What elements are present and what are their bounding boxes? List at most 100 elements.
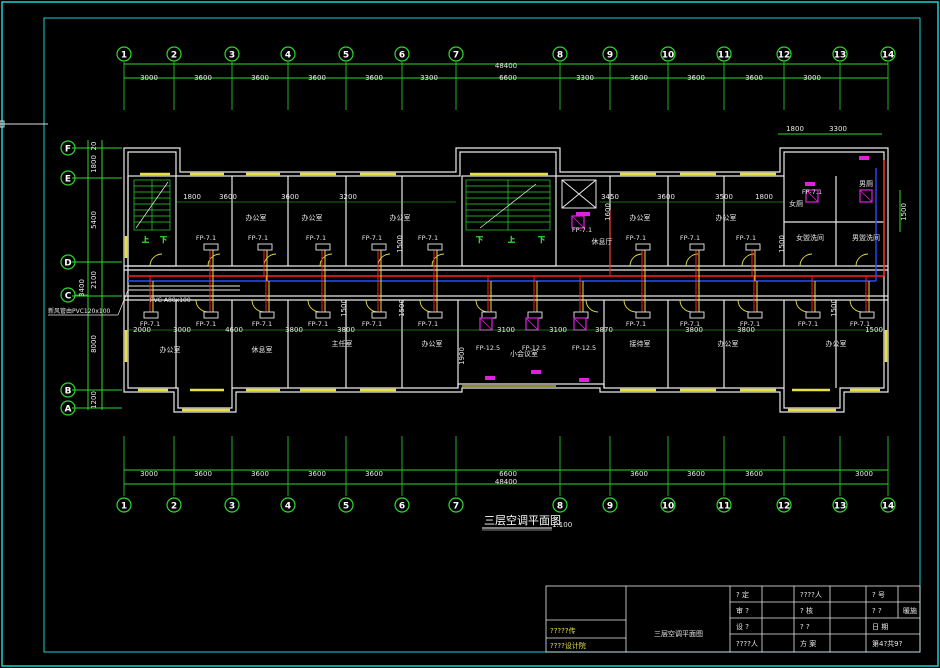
fan-coil-unit (689, 311, 705, 319)
door-swing-upper (319, 253, 333, 267)
bottom-span-9: 3600 (745, 470, 763, 478)
axis-top-4-circle (280, 46, 296, 62)
axis-bottom-14-circle (880, 497, 896, 513)
axis-bottom-11: 11 (718, 502, 731, 512)
svg-text:2100: 2100 (90, 271, 98, 289)
axis-bottom-11-circle (716, 497, 732, 513)
fan-coil-unit (143, 311, 159, 319)
title-block-drawing-name: 三层空调平面图 (654, 629, 703, 638)
axis-bottom-4: 4 (285, 502, 291, 512)
fp-tag-hall: FP-7.1 (572, 226, 592, 234)
svg-text:日 期: 日 期 (872, 623, 888, 631)
room-label: 休息室 (252, 345, 273, 354)
svg-text:暖施: 暖施 (903, 606, 917, 615)
fan-coil-unit (859, 311, 875, 319)
axis-top-9: 9 (607, 51, 613, 61)
axis-top-7-circle (448, 46, 464, 62)
axis-bottom-1-circle (116, 497, 132, 513)
inner-dim-lower: 3800 (285, 326, 303, 334)
door-swing-lower (195, 299, 209, 313)
fp-tag-upper: FP-7.1 (248, 234, 268, 242)
fan-coil-unit (689, 243, 705, 251)
room-label: 办公室 (630, 213, 651, 222)
exhaust-fan-unit (805, 189, 819, 203)
top-span-3: 3600 (308, 74, 326, 82)
door-swing-lower (585, 299, 599, 313)
fan-coil-unit (427, 311, 443, 319)
room-label: 男厕 (859, 180, 873, 188)
axis-bottom-4-circle (280, 497, 296, 513)
svg-text:第4?共9?: 第4?共9? (872, 639, 903, 648)
axis-top-11: 11 (718, 51, 731, 61)
door-swing-upper (377, 253, 391, 267)
door-swing-lower (307, 299, 321, 313)
room-label: 办公室 (302, 213, 323, 222)
room-label: 女盥洗间 (796, 233, 824, 242)
room-labels: 办公室办公室办公室办公室办公室办公室休息室主任室办公室小会议室接待室办公室办公室… (160, 180, 881, 358)
axis-top-6-circle (394, 46, 410, 62)
fp-tag-lower: FP-7.1 (196, 320, 216, 328)
door-swing-lower (679, 299, 693, 313)
fp-tag-lower: FP-7.1 (798, 320, 818, 328)
svg-text:1800: 1800 (786, 125, 804, 133)
bottom-total-dim: 48400 (495, 478, 517, 486)
svg-text:5400: 5400 (90, 211, 98, 229)
top-span-5: 3300 (420, 74, 438, 82)
axis-bottom-6-circle (394, 497, 410, 513)
axis-top-12-circle (776, 46, 792, 62)
inner-dim-vert: 1500 (398, 299, 406, 317)
door-swing-lower (251, 299, 265, 313)
axis-bottom-12-circle (776, 497, 792, 513)
top-span-2: 3600 (251, 74, 269, 82)
fp-tag-lower: FP-7.1 (680, 320, 700, 328)
fan-coil-unit (371, 243, 387, 251)
diffuser (859, 156, 869, 160)
svg-text:1800: 1800 (90, 155, 98, 173)
fp-tag-lower: FP-7.1 (740, 320, 760, 328)
inner-dim-vert: 1900 (458, 347, 466, 365)
svg-text:? ?: ? ? (800, 623, 810, 631)
axis-top-7: 7 (453, 51, 459, 61)
fan-coil-unit (203, 243, 219, 251)
bottom-span-7: 3600 (630, 470, 648, 478)
svg-text:1200: 1200 (90, 391, 98, 409)
room-label: 办公室 (246, 213, 267, 222)
axis-top-10-circle (660, 46, 676, 62)
exhaust-fan-cross (525, 317, 539, 331)
fan-coil-units (143, 156, 875, 382)
axis-top-13-circle (832, 46, 848, 62)
fp-tag-lower: FP-7.1 (308, 320, 328, 328)
axis-left-C: C (65, 292, 72, 302)
top-span-8: 3600 (630, 74, 648, 82)
fan-coil-unit (257, 243, 273, 251)
door-swing-upper (263, 253, 277, 267)
room-label: 办公室 (160, 345, 181, 354)
drawing-scale: 1:100 (552, 521, 572, 529)
top-span-0: 3000 (140, 74, 158, 82)
door-swing-lower (623, 299, 637, 313)
fp-tag-lower: FP-7.1 (626, 320, 646, 328)
fp-tag-lower: FP-7.1 (140, 320, 160, 328)
door-swing-lower (795, 299, 809, 313)
door-swings (149, 253, 869, 313)
axis-top-10: 10 (662, 51, 675, 61)
room-label: 主任室 (332, 339, 353, 348)
fan-coil-unit (203, 311, 219, 319)
axis-left-E: E (65, 175, 71, 185)
axis-bottom-8: 8 (557, 502, 563, 512)
diffuser (579, 378, 589, 382)
column-grid-lines (123, 62, 889, 496)
axis-bottom-7-circle (448, 497, 464, 513)
building-walls (123, 147, 889, 413)
room-label: 女厕 (789, 199, 803, 208)
door-swing-upper (149, 253, 163, 267)
room-label: 小会议室 (510, 349, 538, 358)
fan-coil-unit (427, 243, 443, 251)
